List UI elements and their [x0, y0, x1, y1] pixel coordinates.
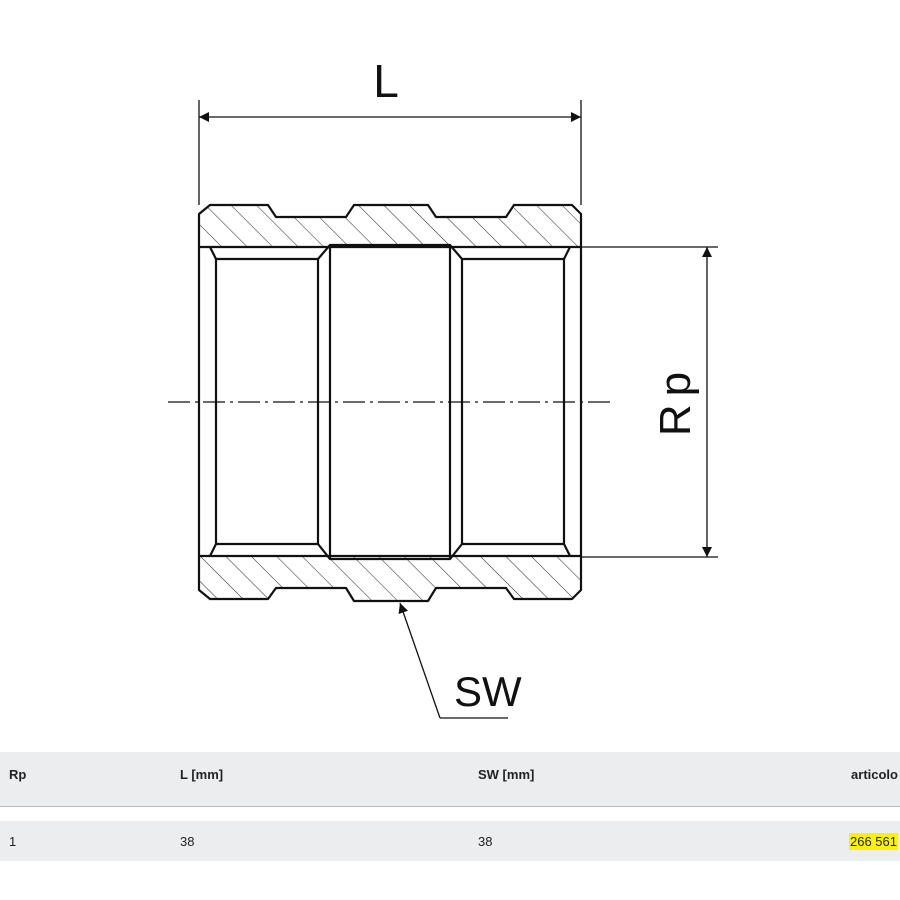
length-dimension [198, 100, 582, 205]
header-wrench-size: SW [mm] [478, 752, 778, 807]
bottom-wall-section [197, 554, 583, 603]
top-wall-section [197, 203, 583, 249]
article-number-highlight[interactable]: 266 561 [849, 832, 898, 850]
thread-label: Rp [651, 364, 700, 436]
wrench-leader [398, 602, 508, 719]
fitting-drawing: L Rp SW [168, 55, 718, 719]
table-header-row: Rp L [mm] SW [mm] articolo [0, 752, 900, 807]
thread-dimension [582, 246, 718, 558]
table-spacer [0, 806, 900, 821]
cell-wrench-size: 38 [478, 821, 778, 861]
spec-table: Rp L [mm] SW [mm] articolo 1 38 38 266 5… [0, 752, 900, 861]
cell-rp: 1 [0, 821, 180, 861]
header-rp: Rp [0, 752, 180, 807]
length-label: L [373, 55, 399, 107]
header-length: L [mm] [180, 752, 478, 807]
cell-articolo[interactable]: 266 561 [778, 821, 900, 861]
header-articolo: articolo [778, 752, 900, 807]
wrench-label: SW [454, 668, 522, 715]
table-row: 1 38 38 266 561 [0, 821, 900, 861]
cell-length: 38 [180, 821, 478, 861]
